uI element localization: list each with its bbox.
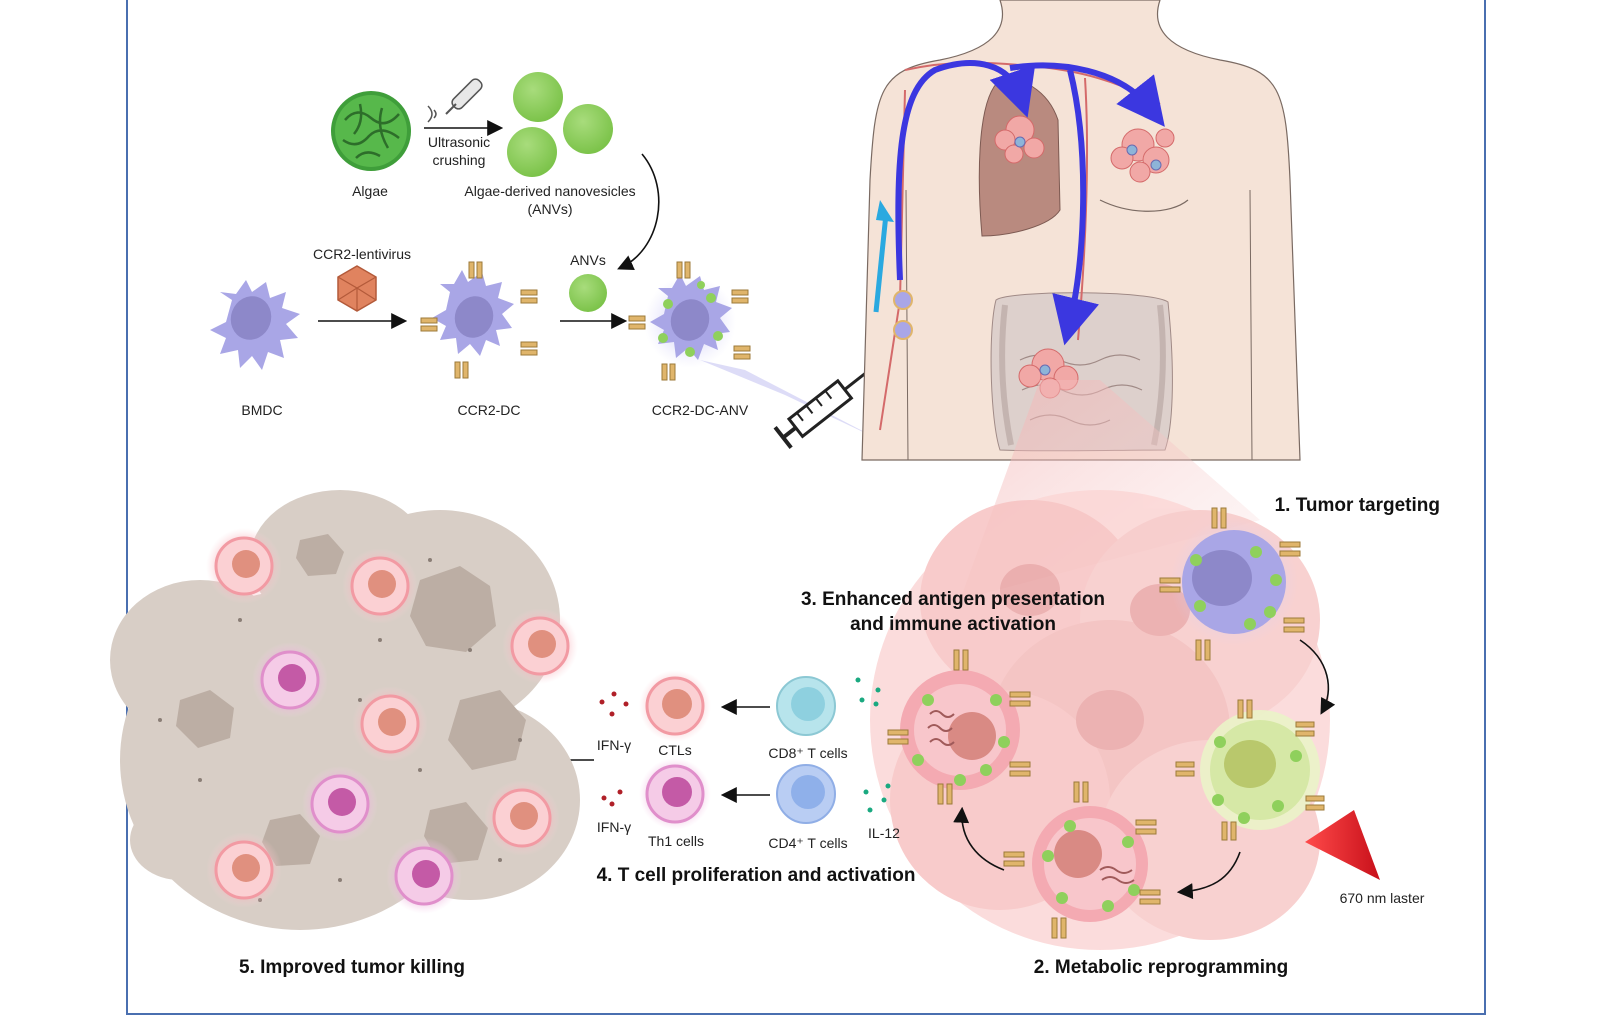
anv-title-line2: (ANVs) (527, 201, 573, 217)
th1-cell (639, 758, 711, 830)
ultrasonic-label: Ultrasonic (427, 134, 491, 150)
ctls-label: CTLs (658, 742, 692, 758)
ccr2-lentivirus-label: CCR2-lentivirus (312, 246, 412, 262)
ccr2-dc-cell (420, 261, 538, 379)
ifn-gamma-label-2: IFN-γ (596, 819, 632, 835)
step-1-title: 1. Tumor targeting (1274, 495, 1440, 516)
laser-icon (1305, 810, 1380, 880)
step-3-title-line1: 3. Enhanced antigen presentation (800, 589, 1106, 610)
arrow-step1-step2 (1299, 639, 1336, 715)
dc-targeting-cell (1159, 507, 1305, 661)
body-icon (861, 0, 1301, 461)
dc-reprogrammed-cell (1003, 781, 1161, 939)
step-3-title-line2: and immune activation (850, 614, 1056, 635)
step-5-title: 5. Improved tumor killing (239, 957, 465, 978)
arrow-step3-loop (953, 806, 1005, 871)
ccr2-dc-label: CCR2-DC (457, 402, 521, 418)
nanovesicle-cluster (507, 72, 613, 177)
killer-cells (206, 528, 578, 914)
bmdc-label: BMDC (241, 402, 283, 418)
algae-icon (331, 91, 411, 171)
cd8-t-cell (776, 676, 836, 736)
cd4-label: CD4⁺ T cells (768, 835, 848, 851)
dc-activated-cell (887, 649, 1031, 805)
step-2-title: 2. Metabolic reprogramming (1033, 957, 1289, 978)
cd4-t-cell (776, 764, 836, 824)
bmdc-cell (210, 280, 300, 370)
crushing-label: crushing (432, 152, 486, 168)
anv-vesicle (569, 274, 607, 312)
arrow-step2-step3 (1176, 851, 1241, 900)
cd8-label: CD8⁺ T cells (768, 745, 848, 761)
ifn-dots (599, 691, 629, 807)
ultrasonic-probe-icon (427, 78, 483, 123)
step-4-title: 4. T cell proliferation and activation (596, 865, 916, 886)
ccr2-dc-anv-cell (628, 261, 880, 440)
anvs-label: ANVs (570, 252, 606, 268)
anv-title-line1: Algae-derived nanovesicles (464, 183, 636, 199)
ccr2-dc-anv-label: CCR2-DC-ANV (651, 402, 749, 418)
th1-label: Th1 cells (647, 833, 705, 849)
virus-icon (337, 265, 377, 312)
il12-dots (855, 677, 891, 813)
tumor-killing-area (110, 490, 580, 930)
dc-metabolic-cell (1175, 699, 1325, 841)
arrow-anv-down (617, 153, 660, 271)
il12-label: IL-12 (868, 825, 900, 841)
ctl-cell (639, 670, 711, 742)
figure-frame (126, 0, 1486, 1015)
ifn-gamma-label-1: IFN-γ (596, 737, 632, 753)
laser-label: 670 nm laster (1339, 890, 1425, 906)
algae-label: Algae (352, 183, 388, 199)
